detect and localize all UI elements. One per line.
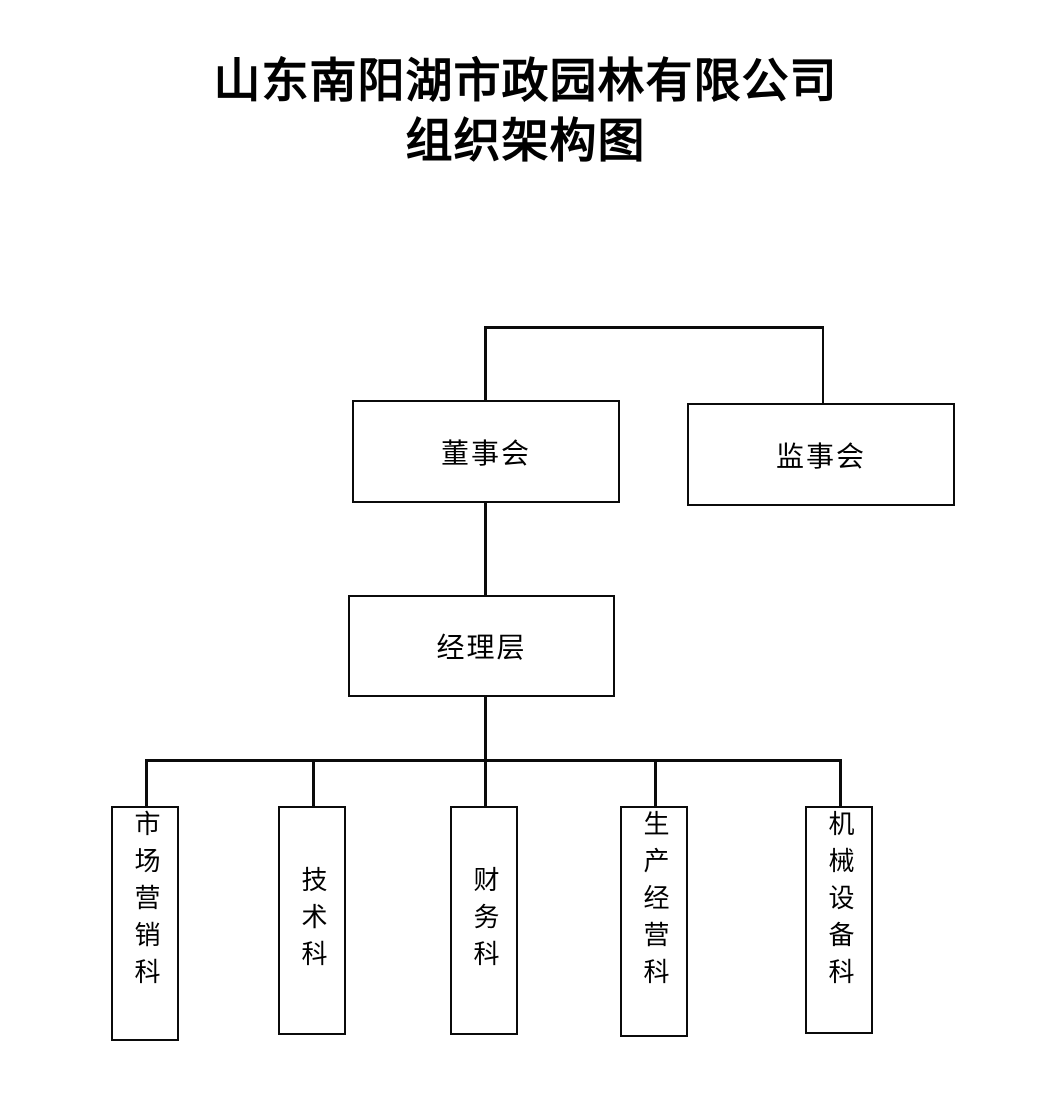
node-production-operations-dept[interactable]: 生产经营科 [620, 806, 688, 1037]
connector-drop-machinery [839, 759, 842, 807]
node-label-finance-dept: 财务科 [470, 866, 499, 977]
connector-departments-bus [145, 759, 841, 762]
node-label-technology-dept: 技术科 [298, 866, 327, 977]
connector-drop-marketing [145, 759, 148, 807]
node-board-of-directors[interactable]: 董事会 [352, 400, 620, 503]
node-board-of-supervisors[interactable]: 监事会 [687, 403, 955, 506]
connector-top-bracket-horizontal [484, 326, 824, 329]
node-technology-dept[interactable]: 技术科 [278, 806, 346, 1035]
title-line-chart: 组织架构图 [405, 116, 646, 169]
node-label-board-of-supervisors: 监事会 [775, 441, 866, 473]
connector-management-down [484, 695, 487, 761]
connector-drop-technology [312, 759, 315, 807]
connector-directors-to-management [484, 500, 487, 596]
node-label-production-operations-dept: 生产经营科 [640, 810, 669, 995]
node-label-management: 经理层 [436, 633, 527, 664]
node-label-board-of-directors: 董事会 [440, 438, 531, 470]
connector-drop-finance [484, 759, 487, 807]
node-label-marketing-dept: 市场营销科 [131, 810, 160, 995]
node-marketing-dept[interactable]: 市场营销科 [111, 806, 179, 1041]
connector-to-board-of-directors [484, 326, 487, 402]
node-machinery-equipment-dept[interactable]: 机械设备科 [805, 806, 873, 1034]
node-management[interactable]: 经理层 [348, 595, 615, 697]
page-title: 山东南阳湖市政园林有限公司 组织架构图 [0, 52, 1051, 172]
node-finance-dept[interactable]: 财务科 [450, 806, 518, 1035]
connector-drop-production [654, 759, 657, 807]
title-line-company: 山东南阳湖市政园林有限公司 [213, 56, 838, 108]
connector-to-board-of-supervisors [821, 326, 824, 404]
node-label-machinery-equipment-dept: 机械设备科 [825, 810, 854, 995]
